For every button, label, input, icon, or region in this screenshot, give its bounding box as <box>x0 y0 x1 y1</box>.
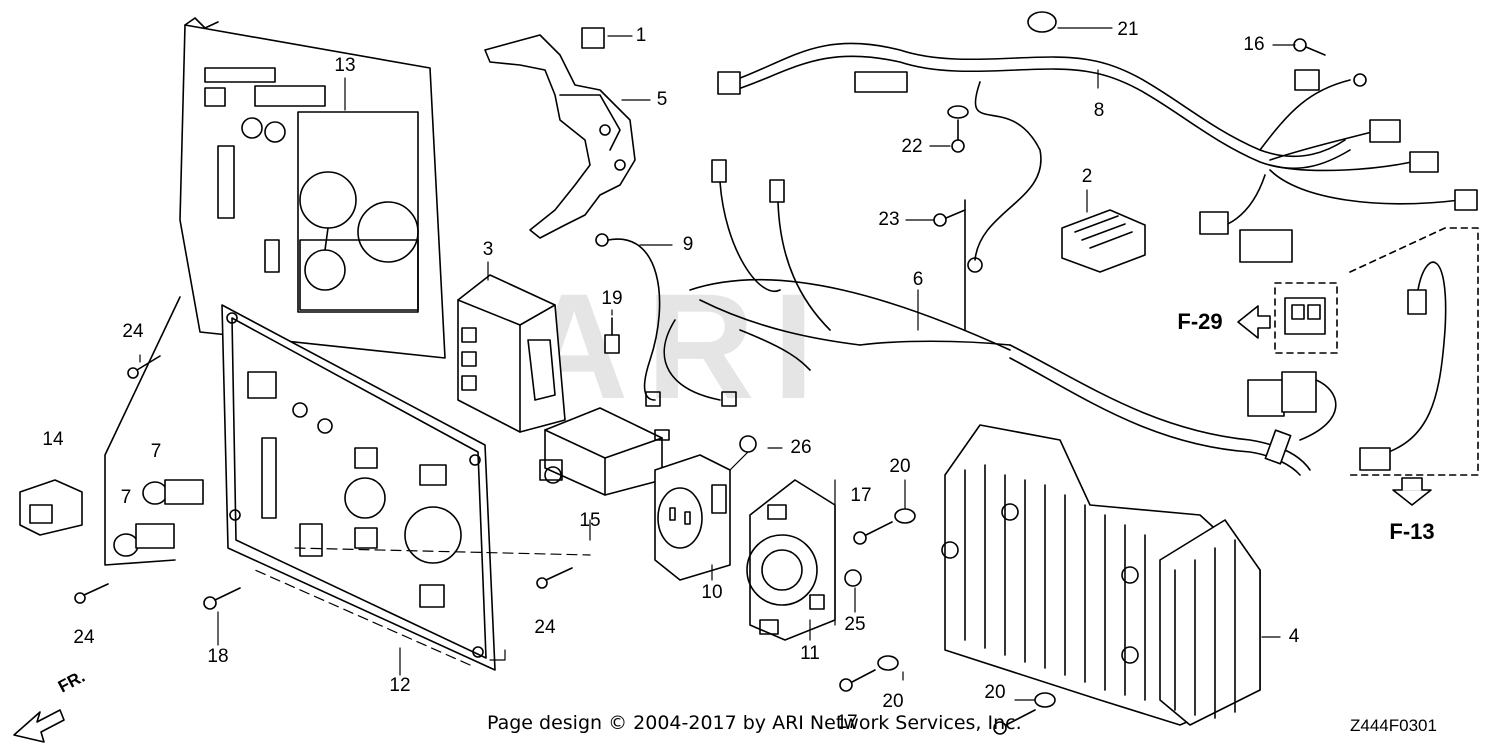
ari-watermark: ARI <box>520 262 833 430</box>
clamp-21 <box>1027 11 1057 33</box>
nut-25 <box>844 569 862 587</box>
switch-14 <box>19 479 83 536</box>
callout-4: 4 <box>1288 626 1300 647</box>
callout-21: 21 <box>1117 19 1139 40</box>
screw-16 <box>1293 38 1326 56</box>
diagram-code: Z444F0301 <box>1350 716 1437 735</box>
callout-20a: 20 <box>889 456 911 477</box>
callout-20c: 20 <box>984 682 1006 703</box>
leader-lines <box>139 27 1296 701</box>
callout-16: 16 <box>1243 34 1265 55</box>
screw-22 <box>947 105 969 153</box>
inverter-4 <box>941 424 1261 726</box>
callout-7b: 7 <box>120 487 132 508</box>
harness-tail-2 <box>1009 357 1301 476</box>
screw-24a <box>127 355 161 379</box>
callout-14: 14 <box>42 429 64 450</box>
callout-22: 22 <box>901 136 923 157</box>
connector-box-f29 <box>1274 282 1338 354</box>
callout-1: 1 <box>635 25 647 46</box>
callout-20b: 20 <box>882 691 904 712</box>
callout-23: 23 <box>878 209 900 230</box>
callout-3: 3 <box>482 239 494 260</box>
callout-11: 11 <box>800 643 820 664</box>
callout-13: 13 <box>334 55 356 76</box>
washer-20a <box>894 508 916 524</box>
control-panel-12 <box>104 296 496 671</box>
callout-15: 15 <box>579 510 601 531</box>
callout-10: 10 <box>701 582 723 603</box>
arrow-f29 <box>1237 305 1271 339</box>
screw-23 <box>933 199 966 331</box>
screw-24c <box>536 567 573 589</box>
rectifier-2 <box>1061 209 1146 273</box>
washer-20c <box>1034 692 1056 708</box>
panel-label-13 <box>179 17 446 359</box>
connector-pair <box>1247 371 1337 441</box>
harness-tail <box>1009 344 1311 471</box>
screw-19 <box>604 317 620 354</box>
screw-24b <box>74 583 109 604</box>
clip-1 <box>581 27 605 49</box>
callout-5: 5 <box>656 89 668 110</box>
bolt-17a <box>853 521 893 545</box>
receptacle-11 <box>746 479 836 641</box>
callout-26: 26 <box>790 437 812 458</box>
fuse-holder-7a <box>142 479 204 505</box>
front-arrow <box>13 709 65 743</box>
harness-8 <box>717 42 1478 273</box>
harness-6 <box>663 159 1011 407</box>
callout-17b: 17 <box>836 712 858 733</box>
nut-26 <box>739 435 757 453</box>
copyright-footer: Page design © 2004-2017 by ARI Network S… <box>487 712 1022 734</box>
callout-24c: 24 <box>534 617 556 638</box>
callout-7a: 7 <box>150 441 162 462</box>
callout-17a: 17 <box>850 485 872 506</box>
screw-18 <box>203 587 241 610</box>
connector-region-f13 <box>1349 227 1479 476</box>
callout-9: 9 <box>682 234 694 255</box>
switch-box-3 <box>457 274 566 433</box>
callout-6: 6 <box>912 269 924 290</box>
arrow-f13 <box>1392 489 1432 506</box>
callout-8: 8 <box>1093 100 1105 121</box>
callout-2: 2 <box>1081 166 1093 187</box>
callout-18: 18 <box>207 646 229 667</box>
bolt-17c <box>993 709 1036 735</box>
bracket-5 <box>484 34 636 239</box>
breaker-15 <box>539 407 670 496</box>
receptacle-10 <box>654 454 731 581</box>
bolt-17b <box>839 669 876 692</box>
callout-24a: 24 <box>122 321 144 342</box>
reference-f29[interactable]: F-29 <box>1177 309 1223 334</box>
callout-19: 19 <box>601 288 623 309</box>
callout-25: 25 <box>844 614 866 635</box>
reference-f13[interactable]: F-13 <box>1389 519 1435 544</box>
fuse-holder-7b <box>113 523 175 557</box>
callout-24b: 24 <box>73 627 95 648</box>
callout-12: 12 <box>389 675 411 696</box>
wire-9 <box>595 233 661 407</box>
washer-20b <box>877 655 899 671</box>
